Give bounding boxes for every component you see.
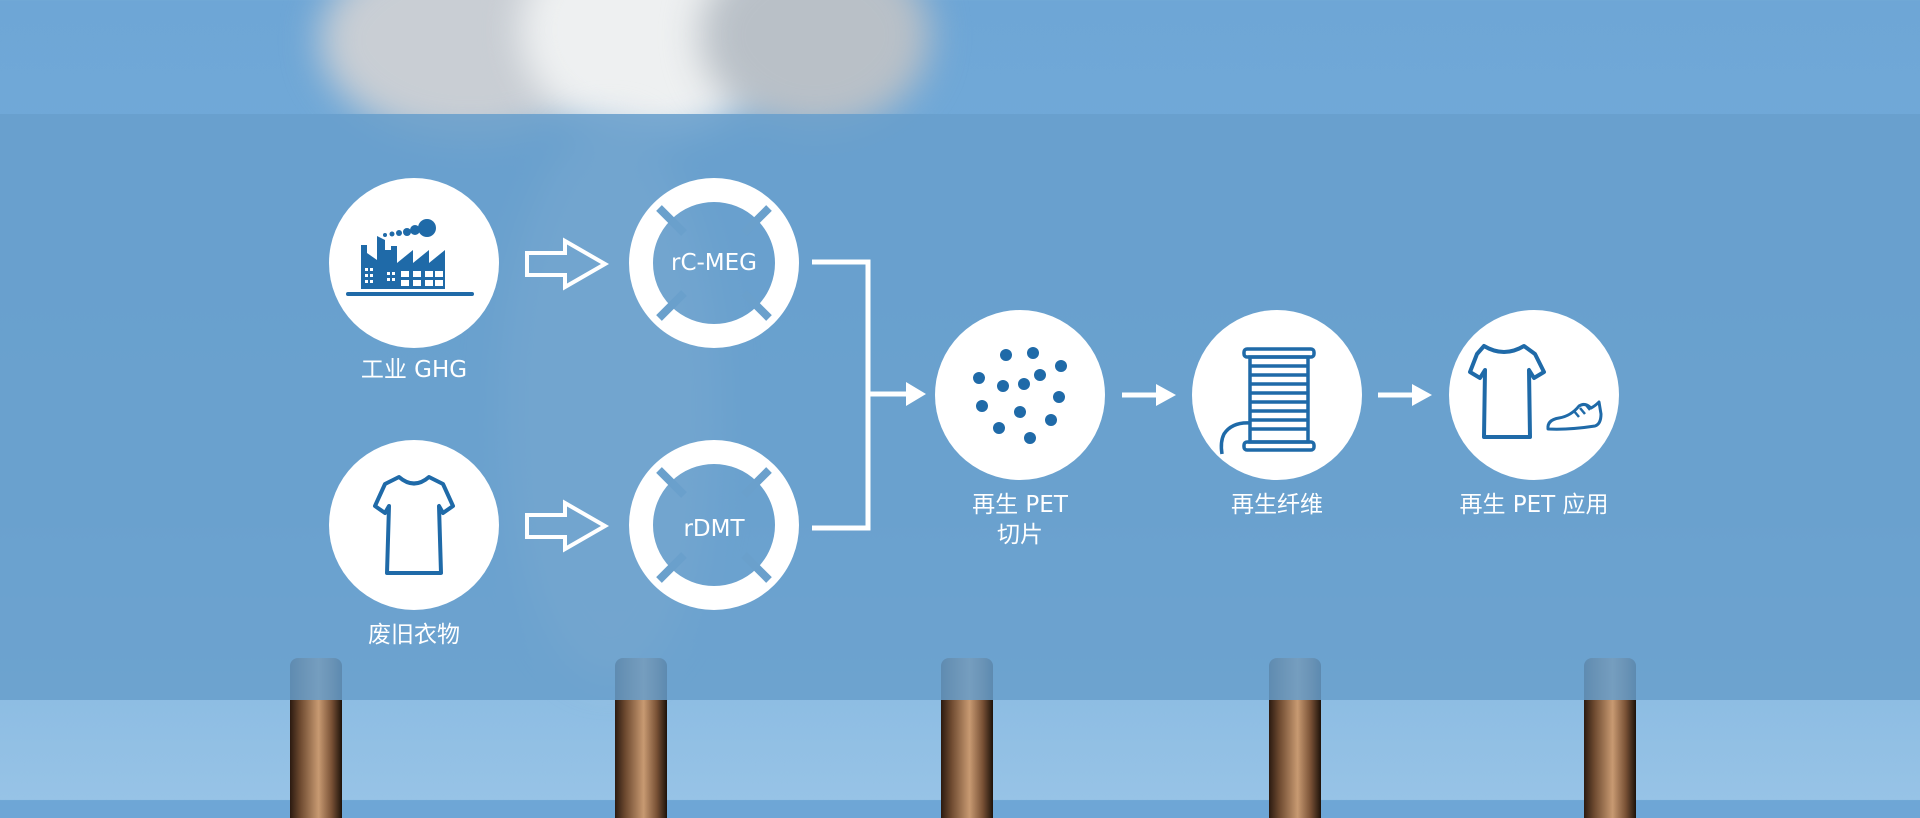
factory-icon	[346, 219, 474, 296]
hollow-arrow-icon	[525, 499, 610, 553]
thread-spool-icon	[1219, 347, 1316, 455]
label-clothes: 废旧衣物	[368, 622, 460, 648]
hollow-arrow-icon	[525, 237, 610, 291]
merge-connector	[812, 259, 926, 531]
label-rdmt: rDMT	[683, 516, 745, 542]
arrow-icon	[1122, 384, 1176, 406]
tshirt-and-shoe-icon	[1468, 344, 1603, 439]
label-pet-chips-line2: 切片	[997, 522, 1043, 548]
ring-rdmt	[629, 440, 799, 610]
label-ghg: 工业 GHG	[360, 357, 468, 383]
node-pet-chips	[935, 310, 1105, 480]
node-applications	[1449, 310, 1619, 480]
node-clothes	[329, 440, 499, 610]
arrow-icon	[1378, 384, 1432, 406]
label-fiber: 再生纤维	[1231, 492, 1323, 518]
label-applications: 再生 PET 应用	[1459, 492, 1609, 518]
label-pet-chips-line1: 再生 PET	[972, 492, 1068, 518]
tshirt-icon	[373, 475, 455, 575]
ring-rcmeg	[629, 178, 799, 348]
node-ghg	[329, 178, 499, 348]
label-rcmeg: rC-MEG	[670, 250, 757, 276]
node-fiber	[1192, 310, 1362, 480]
pellets-icon	[973, 347, 1067, 444]
